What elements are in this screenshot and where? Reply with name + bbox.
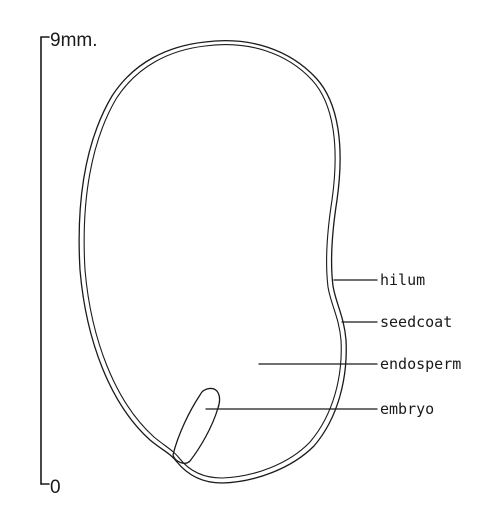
seedcoat-label: seedcoat bbox=[380, 313, 452, 331]
embryo-label: embryo bbox=[380, 400, 434, 418]
seed-outline bbox=[78, 39, 347, 484]
part-labels: hilum seedcoat endosperm embryo bbox=[380, 271, 461, 418]
leader-lines bbox=[205, 279, 378, 410]
scale-bar: 9mm. 0 bbox=[40, 30, 98, 498]
hilum-label: hilum bbox=[380, 271, 425, 289]
seedcoat-outer-line bbox=[78, 39, 347, 484]
endosperm-label: endosperm bbox=[380, 355, 461, 373]
embryo-shape bbox=[172, 387, 221, 464]
seedcoat-inner-line bbox=[83, 44, 342, 479]
scale-top-label: 9mm. bbox=[50, 30, 98, 51]
scale-bottom-label: 0 bbox=[50, 477, 61, 498]
